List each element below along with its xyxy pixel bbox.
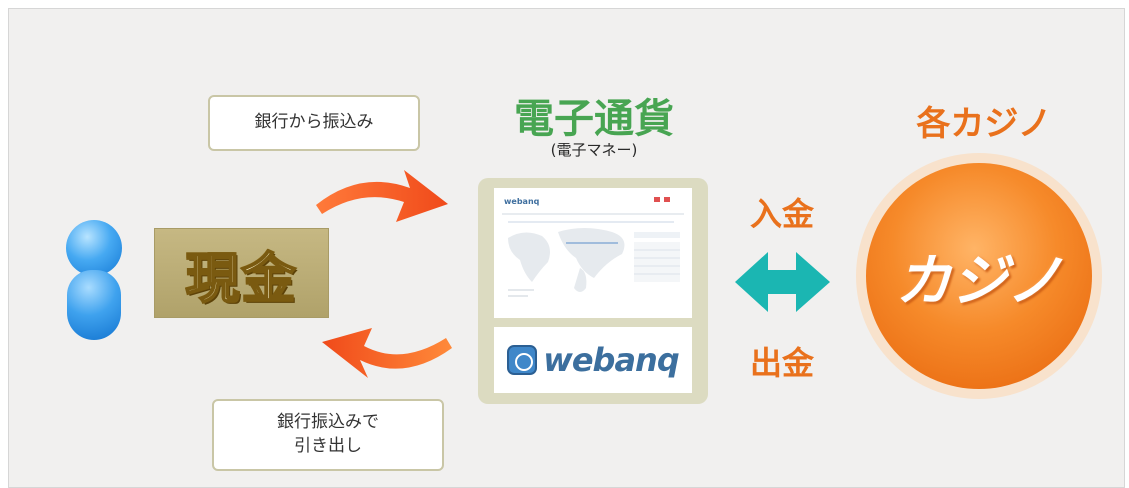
- cash-label: 現金: [185, 246, 298, 311]
- arrow-to-ecurrency: [316, 170, 448, 222]
- deposit-label: 入金: [749, 195, 814, 233]
- e-currency-subtitle: (電子マネー): [550, 141, 638, 159]
- casino-circle: カジノ: [866, 163, 1092, 389]
- webanq-q-icon: [507, 345, 538, 375]
- arrow-to-cash: [322, 328, 452, 378]
- double-arrow-icon: [735, 252, 830, 312]
- bank-transfer-in-label: 銀行から振込み: [208, 95, 420, 151]
- screenshot-brand: webanq: [504, 197, 540, 206]
- webanq-logo: webanq: [494, 327, 692, 393]
- bank-transfer-out-label: 銀行振込みで 引き出し: [212, 399, 444, 471]
- cash-box: 現金: [154, 228, 329, 318]
- webanq-site-screenshot: webanq: [494, 188, 692, 318]
- casino-heading: 各カジノ: [916, 104, 1052, 144]
- casino-circle-label: カジノ: [895, 248, 1063, 314]
- e-currency-title: 電子通貨: [514, 96, 674, 142]
- person-body-icon: [67, 270, 121, 340]
- world-map-screenshot-icon: webanq: [494, 188, 692, 318]
- webanq-logo-text: webanq: [543, 341, 679, 379]
- withdrawal-label: 出金: [749, 344, 814, 382]
- person-head-icon: [66, 220, 122, 276]
